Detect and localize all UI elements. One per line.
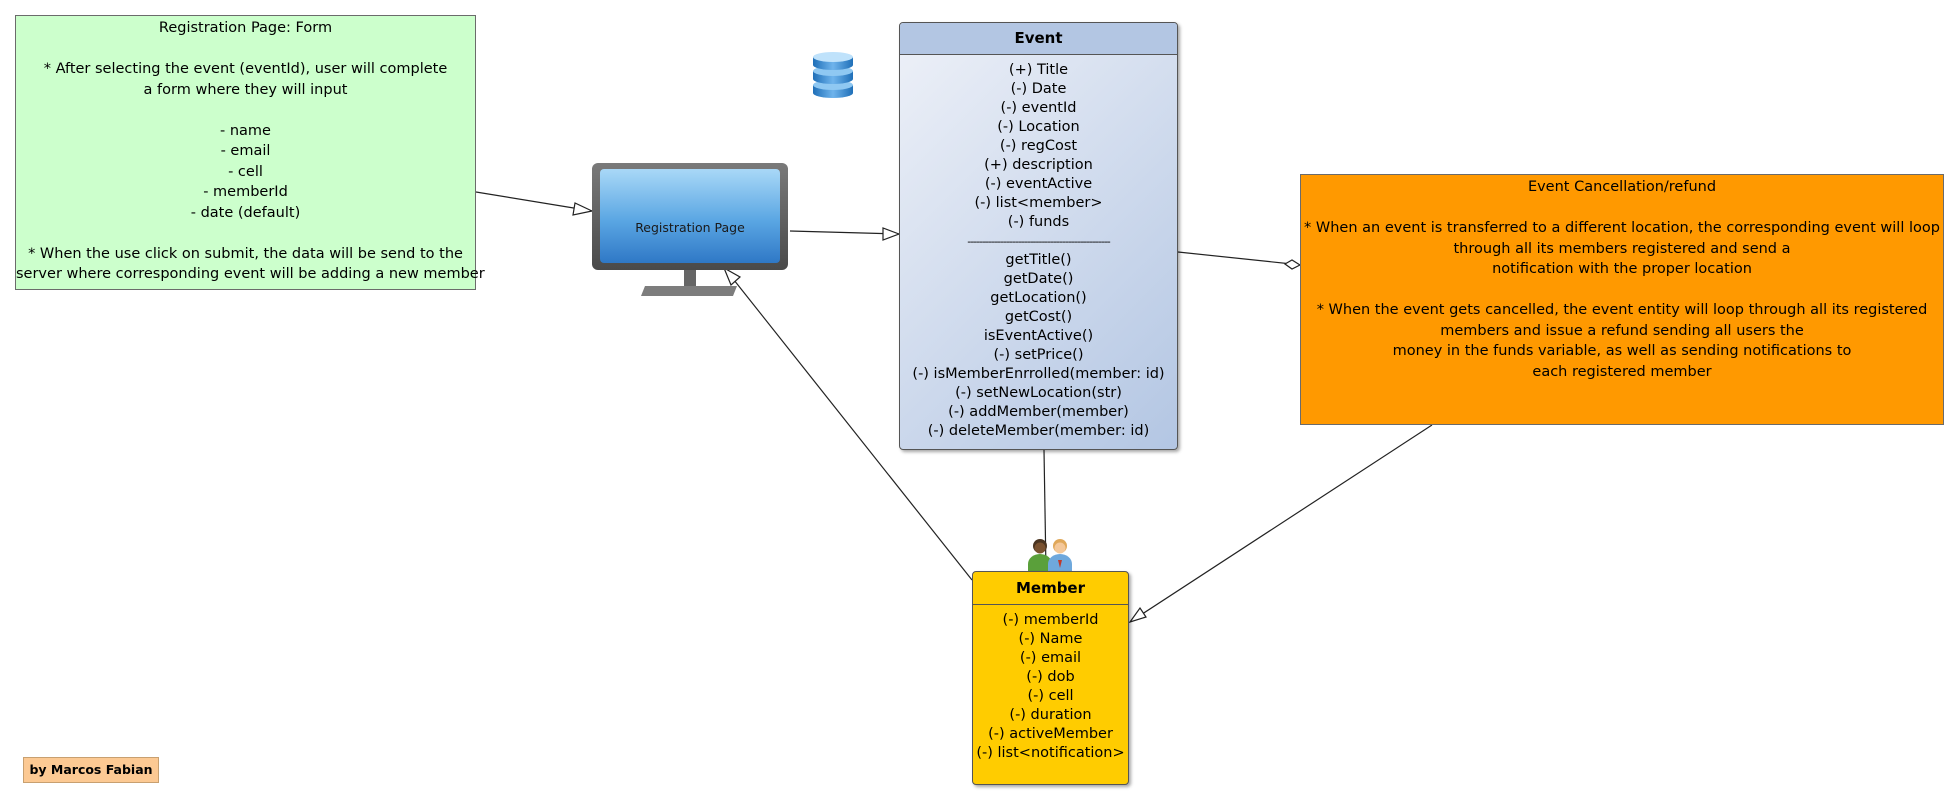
note-line: * When the use click on submit, the data…: [28, 245, 463, 262]
note-line: Registration Page: Form: [158, 20, 333, 36]
member-attribute: (-) activeMember: [988, 726, 1113, 742]
registration-page-label: Registration Page: [635, 220, 745, 235]
member-class-box: Member (-) memberId (-) Name (-) email (…: [972, 571, 1129, 785]
member-attribute: (-) duration: [1009, 707, 1092, 723]
event-method: (-) addMember(member): [948, 404, 1129, 420]
member-class-body: (-) memberId (-) Name (-) email (-) dob …: [973, 605, 1128, 763]
member-attribute: (-) email: [1019, 650, 1082, 666]
monitor-icon: [592, 163, 788, 296]
event-separator: ----------------------------------------…: [967, 235, 1111, 248]
event-attribute: (-) funds: [1007, 214, 1070, 230]
member-attribute: (-) cell: [1027, 688, 1074, 704]
event-method: (-) setNewLocation(str): [955, 385, 1122, 401]
note-line: server where corresponding event will be…: [16, 266, 485, 282]
connector-member-to-page: [729, 274, 973, 581]
event-method: getTitle(): [1005, 252, 1072, 268]
event-attribute: (-) Location: [997, 119, 1080, 135]
event-attribute: (-) eventActive: [984, 176, 1093, 192]
event-class-title: Event: [900, 23, 1177, 55]
member-attribute: (-) list<notification>: [976, 745, 1125, 761]
event-class-body: (+) Title (-) Date (-) eventId (-) Locat…: [900, 55, 1177, 441]
event-method: getCost(): [1004, 309, 1073, 325]
member-attribute: (-) Name: [1018, 631, 1083, 647]
note-line: - name: [220, 122, 271, 139]
event-attribute: (-) Date: [1010, 81, 1067, 97]
event-method: getDate(): [1003, 271, 1074, 287]
event-method: getLocation(): [990, 290, 1087, 306]
note-line: * When the event gets cancelled, the eve…: [1316, 302, 1928, 318]
note-line: members and issue a refund sending all u…: [1440, 322, 1804, 339]
arrowhead-form-to-page: [572, 202, 594, 216]
member-attribute: (-) memberId: [1002, 612, 1099, 628]
note-line: - date (default): [190, 204, 301, 221]
event-method: (-) setPrice(): [993, 347, 1084, 363]
registration-form-note: Registration Page: Form * After selectin…: [15, 15, 485, 290]
connector-cancel-to-member: [1129, 424, 1433, 623]
note-line: [1301, 280, 1943, 301]
connector-form-to-page: [475, 191, 593, 212]
arrowhead-member-to-page: [722, 266, 742, 287]
member-class-title: Member: [973, 572, 1128, 605]
note-line: [16, 39, 475, 60]
note-line: * When an event is transferred to a diff…: [1304, 220, 1940, 236]
event-method: (-) deleteMember(member: id): [927, 423, 1150, 439]
note-line: notification with the proper location: [1492, 261, 1752, 277]
arrowhead-page-to-event: [882, 227, 901, 241]
member-attribute: (-) dob: [1026, 669, 1075, 685]
aggregation-diamond: [1283, 259, 1302, 270]
note-line: each registered member: [1532, 363, 1712, 380]
connector-event-to-cancel: [1177, 251, 1293, 265]
note-line: [1301, 198, 1943, 219]
event-attribute: (-) list<member>: [974, 195, 1103, 211]
note-line: through all its members registered and s…: [1453, 240, 1791, 257]
note-line: - memberId: [203, 184, 288, 200]
note-line: - email: [220, 143, 271, 159]
note-line: money in the funds variable, as well as …: [1392, 343, 1852, 359]
note-line: a form where they will input: [143, 81, 348, 98]
note-line: [16, 223, 475, 244]
note-line: * After selecting the event (eventId), u…: [43, 61, 448, 77]
event-attribute: (+) Title: [1008, 62, 1069, 78]
connector-event-to-member: [1043, 449, 1047, 572]
arrowhead-cancel-to-member: [1128, 606, 1147, 624]
event-cancellation-note: Event Cancellation/refund * When an even…: [1300, 174, 1944, 425]
event-class-box: Event (+) Title (-) Date (-) eventId (-)…: [899, 22, 1178, 450]
event-attribute: (-) eventId: [1000, 100, 1077, 116]
database-icon: [813, 52, 853, 98]
connector-page-to-event: [789, 230, 900, 235]
event-method: (-) isMemberEnrrolled(member: id): [912, 366, 1165, 382]
note-line: [16, 100, 475, 121]
event-method: isEventActive(): [983, 328, 1094, 344]
people-icon: [1028, 539, 1072, 572]
note-line: Event Cancellation/refund: [1527, 179, 1717, 195]
event-attribute: (-) regCost: [999, 138, 1078, 154]
note-line: - cell: [228, 163, 263, 180]
author-signature: by Marcos Fabian: [23, 757, 159, 783]
event-attribute: (+) description: [984, 157, 1093, 173]
